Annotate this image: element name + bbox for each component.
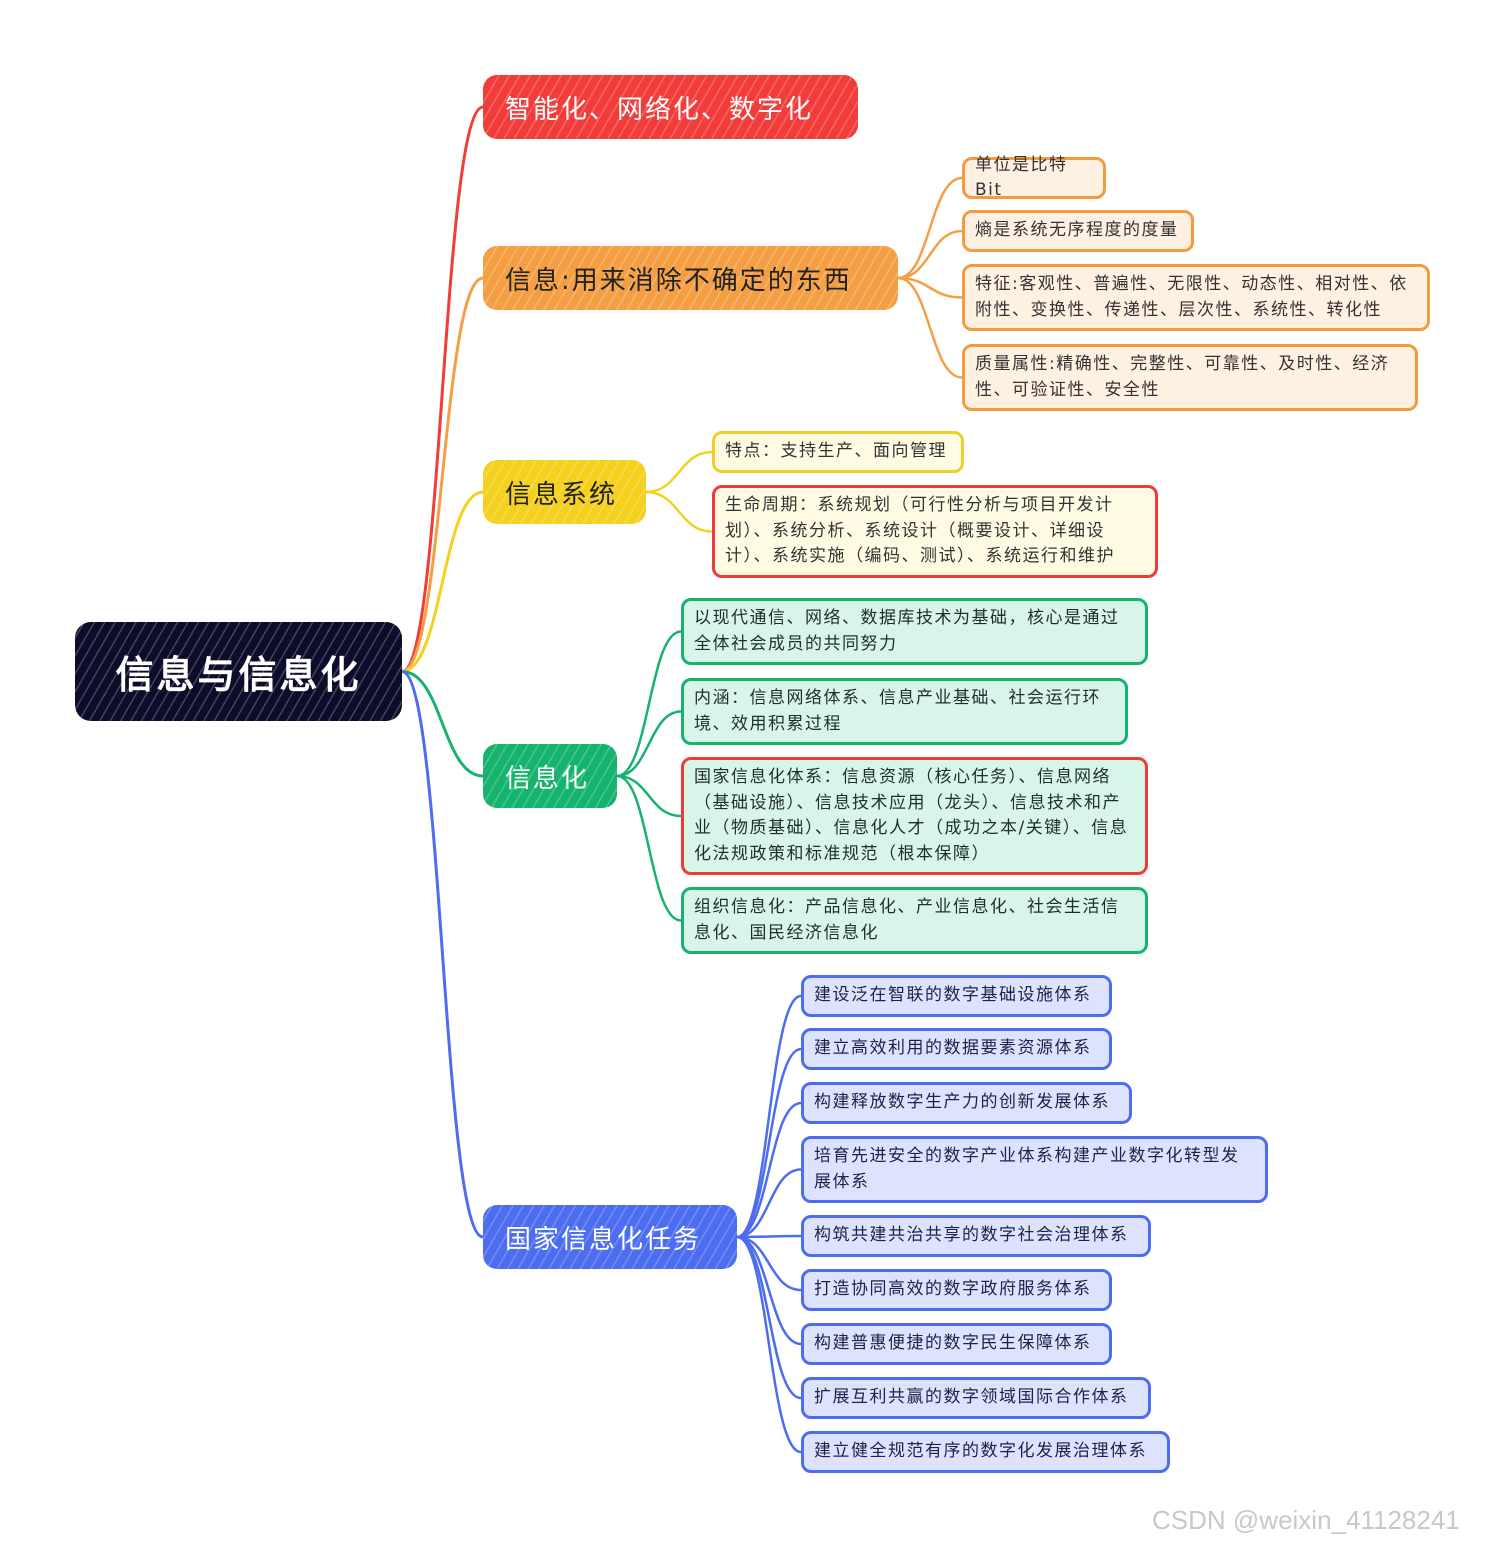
leaf-task-3[interactable]: 构建释放数字生产力的创新发展体系 [801,1082,1132,1124]
link-leaf-foundation [615,630,683,778]
branch-label: 信息:用来消除不确定的东西 [505,265,852,296]
link-leaf-features [896,276,964,299]
branch-label: 信息系统 [505,479,618,510]
leaf-text: 培育先进安全的数字产业体系构建产业数字化转型发展体系 [814,1146,1240,1192]
link-root-branch-information-system [400,490,485,673]
root-label: 信息与信息化 [115,653,362,697]
leaf-text: 质量属性:精确性、完整性、可靠性、及时性、经济性、可验证性、安全性 [975,354,1390,400]
link-leaf-lifecycle [644,490,714,533]
link-leaf-task-6 [735,1235,803,1292]
leaf-system-traits[interactable]: 特点：支持生产、面向管理 [712,431,964,473]
leaf-text: 扩展互利共赢的数字领域国际合作体系 [814,1387,1129,1408]
link-leaf-task-9 [735,1235,803,1454]
leaf-text: 生命周期：系统规划（可行性分析与项目开发计划）、系统分析、系统设计（概要设计、详… [725,495,1115,567]
leaf-text: 组织信息化：产品信息化、产业信息化、社会生活信息化、国民经济信息化 [694,897,1120,943]
link-leaf-task-7 [735,1235,803,1346]
leaf-task-5[interactable]: 构筑共建共治共享的数字社会治理体系 [801,1215,1151,1257]
link-leaf-connotation [615,710,683,778]
leaf-text: 内涵：信息网络体系、信息产业基础、社会运行环境、效用积累过程 [694,688,1101,734]
leaf-foundation[interactable]: 以现代通信、网络、数据库技术为基础，核心是通过全体社会成员的共同努力 [681,598,1148,665]
link-leaf-unit-bit [896,176,964,280]
branch-national-tasks[interactable]: 国家信息化任务 [483,1205,737,1269]
watermark: CSDN @weixin_41128241 [1152,1505,1460,1535]
link-leaf-system-traits [644,450,714,494]
leaf-task-8[interactable]: 扩展互利共赢的数字领域国际合作体系 [801,1377,1151,1419]
leaf-national-system[interactable]: 国家信息化体系：信息资源（核心任务）、信息网络（基础设施）、信息技术应用（龙头）… [681,757,1148,875]
leaf-task-1[interactable]: 建设泛在智联的数字基础设施体系 [801,975,1112,1017]
leaf-text: 建立健全规范有序的数字化发展治理体系 [814,1441,1147,1462]
leaf-task-9[interactable]: 建立健全规范有序的数字化发展治理体系 [801,1431,1170,1473]
leaf-task-7[interactable]: 构建普惠便捷的数字民生保障体系 [801,1323,1112,1365]
link-leaf-task-5 [735,1234,803,1239]
link-leaf-organization [615,774,683,922]
leaf-text: 打造协同高效的数字政府服务体系 [814,1279,1092,1300]
link-leaf-quality [896,276,964,379]
leaf-text: 构筑共建共治共享的数字社会治理体系 [814,1225,1129,1246]
leaf-quality[interactable]: 质量属性:精确性、完整性、可靠性、及时性、经济性、可验证性、安全性 [962,344,1418,411]
link-leaf-national-system [615,774,683,818]
leaf-text: 单位是比特Bit [975,154,1068,201]
leaf-text: 特征:客观性、普遍性、无限性、动态性、相对性、依附性、变换性、传递性、层次性、系… [975,274,1408,320]
branch-label: 智能化、网络化、数字化 [505,94,814,125]
link-leaf-task-2 [735,1047,803,1239]
branch-label: 信息化 [505,763,590,794]
leaf-task-6[interactable]: 打造协同高效的数字政府服务体系 [801,1269,1112,1311]
leaf-connotation[interactable]: 内涵：信息网络体系、信息产业基础、社会运行环境、效用积累过程 [681,678,1128,745]
root-node[interactable]: 信息与信息化 [75,622,402,721]
leaf-entropy[interactable]: 熵是系统无序程度的度量 [962,210,1194,252]
leaf-text: 建立高效利用的数据要素资源体系 [814,1038,1092,1059]
link-root-branch-intelligent [400,105,485,673]
link-leaf-task-8 [735,1235,803,1400]
leaf-task-2[interactable]: 建立高效利用的数据要素资源体系 [801,1028,1112,1070]
link-root-branch-national-tasks [400,670,485,1239]
leaf-text: 特点：支持生产、面向管理 [725,441,947,462]
leaf-text: 建设泛在智联的数字基础设施体系 [814,985,1092,1006]
link-leaf-task-4 [735,1168,803,1239]
link-leaf-entropy [896,229,964,280]
leaf-task-4[interactable]: 培育先进安全的数字产业体系构建产业数字化转型发展体系 [801,1136,1268,1203]
link-root-branch-informatization [400,670,485,778]
link-leaf-task-3 [735,1101,803,1239]
leaf-organization[interactable]: 组织信息化：产品信息化、产业信息化、社会生活信息化、国民经济信息化 [681,887,1148,954]
leaf-text: 国家信息化体系：信息资源（核心任务）、信息网络（基础设施）、信息技术应用（龙头）… [694,767,1129,864]
leaf-text: 以现代通信、网络、数据库技术为基础，核心是通过全体社会成员的共同努力 [694,608,1120,654]
branch-informatization[interactable]: 信息化 [483,744,617,808]
branch-information-system[interactable]: 信息系统 [483,460,646,524]
link-root-branch-information [400,276,485,673]
branch-information[interactable]: 信息:用来消除不确定的东西 [483,246,898,310]
branch-label: 国家信息化任务 [505,1224,702,1255]
leaf-unit-bit[interactable]: 单位是比特Bit [962,155,1106,200]
leaf-lifecycle[interactable]: 生命周期：系统规划（可行性分析与项目开发计划）、系统分析、系统设计（概要设计、详… [712,485,1158,578]
leaf-text: 熵是系统无序程度的度量 [975,220,1179,241]
leaf-text: 构建普惠便捷的数字民生保障体系 [814,1333,1092,1354]
leaf-features[interactable]: 特征:客观性、普遍性、无限性、动态性、相对性、依附性、变换性、传递性、层次性、系… [962,264,1430,331]
link-leaf-task-1 [735,994,803,1239]
leaf-text: 构建释放数字生产力的创新发展体系 [814,1092,1110,1113]
branch-intelligent[interactable]: 智能化、网络化、数字化 [483,75,858,139]
